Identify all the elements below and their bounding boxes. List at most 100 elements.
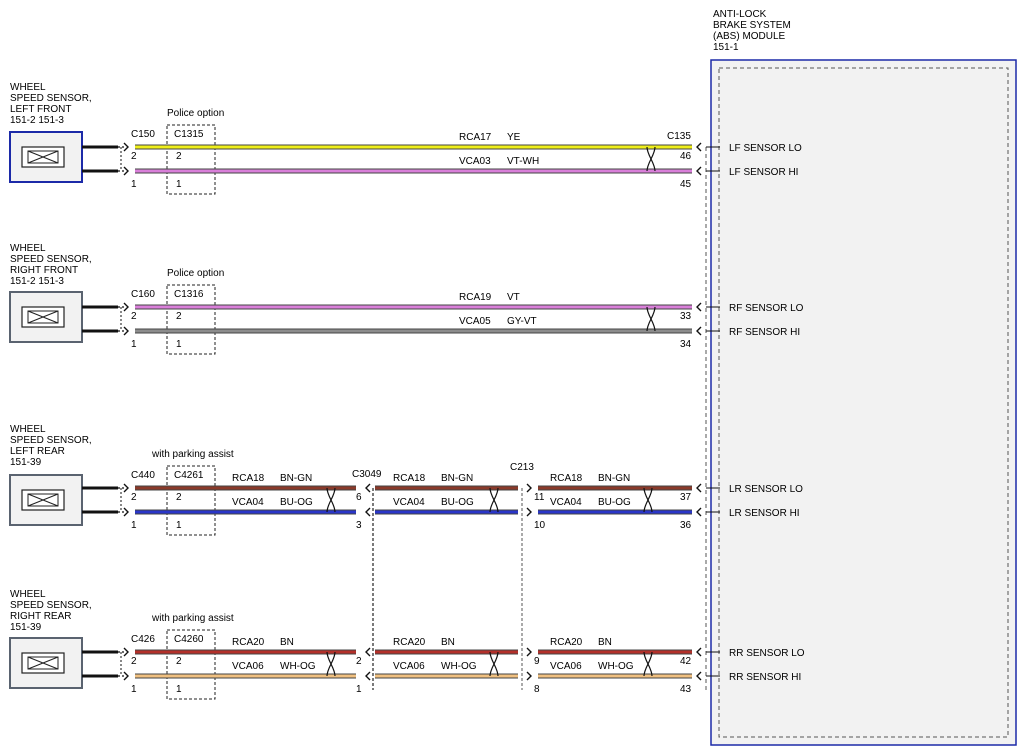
rear-0-seg0-circuit-hi: RCA18	[232, 473, 265, 484]
sensor-1-signal-hi: RF SENSOR HI	[729, 327, 800, 338]
sensor-0-element-inner	[27, 150, 59, 164]
sensor-1-conn-b-label: C1316	[174, 289, 204, 300]
sensor-3-signal-lo: RR SENSOR LO	[729, 648, 805, 659]
front-1-twist-b	[646, 306, 656, 332]
rear-1-seg2-color-hi: BN	[598, 637, 612, 648]
sensor-0-pin-b-hi: 2	[176, 151, 182, 162]
sensor-3-conn-a-label: C426	[131, 634, 155, 645]
rear-1-seg0-color-lo: WH-OG	[280, 661, 316, 672]
sensor-2-pin-a-lo: 1	[131, 520, 137, 531]
sensor-1-title-line-1: WHEEL	[10, 243, 46, 254]
sensor-0-title-line-4: 151-2 151-3	[10, 115, 64, 126]
abs-module: ANTI-LOCK BRAKE SYSTEM (ABS) MODULE 151-…	[710, 9, 1017, 746]
rear-0-pin-c3049-lo: 3	[356, 520, 362, 531]
sensor-0-conn-a-lo	[123, 166, 129, 176]
front-1-circuit-hi: RCA19	[459, 292, 492, 303]
sensor-1-pin-b-hi: 2	[176, 311, 182, 322]
front-1-color-lo: GY-VT	[507, 316, 537, 327]
rear-0-pin-c213-hi: 11	[534, 492, 545, 503]
sensor-3-signal-hi: RR SENSOR HI	[729, 672, 801, 683]
sensor-0-pin-b-lo: 1	[176, 179, 182, 190]
sensor-2-module-arrow-lo	[696, 483, 702, 493]
rear-1-seg0-circuit-hi: RCA20	[232, 637, 265, 648]
rear-0-seg2-circuit-hi: RCA18	[550, 473, 583, 484]
sensor-3-title-line-4: 151-39	[10, 622, 42, 633]
rear-0-c213-hi	[526, 483, 532, 493]
sensor-2-conn-b-label: C4261	[174, 470, 204, 481]
abs-module-title-line-3: (ABS) MODULE	[713, 31, 786, 42]
rear-0-module-pin-hi: 37	[680, 492, 692, 503]
sensor-1-pin-b-lo: 1	[176, 339, 182, 350]
front-0-circuit-hi: RCA17	[459, 132, 492, 143]
front-1-color-hi: VT	[507, 292, 520, 303]
rear-0-seg1-twist-b	[489, 487, 499, 513]
sensor-0-option-box	[166, 124, 216, 195]
sensor-0-element-cross-b	[27, 150, 59, 164]
rear-1-seg1-color-hi: BN	[441, 637, 455, 648]
sensor-2-pin-a-hi: 2	[131, 492, 137, 503]
sensor-2-element-cross-b	[27, 493, 59, 507]
sensor-1-module-arrow-hi	[696, 326, 702, 336]
rear-1-module-pin-hi: 42	[680, 656, 692, 667]
rear-1-seg0-circuit-lo: VCA06	[232, 661, 264, 672]
sensor-0-module-arrow-lo	[696, 142, 702, 152]
rear-1-c213-hi	[526, 647, 532, 657]
sensor-2-pin-b-lo: 1	[176, 520, 182, 531]
sensor-3-conn-a-lo	[123, 671, 129, 681]
sensor-0-option-label: Police option	[167, 108, 224, 119]
sensor-2-module-arrow-hi	[696, 507, 702, 517]
sensor-3-conn-b-label: C4260	[174, 634, 204, 645]
rear-0-seg0-circuit-lo: VCA04	[232, 497, 264, 508]
sensor-1-module-arrow-lo	[696, 302, 702, 312]
sensor-1-element-cross-b	[27, 310, 59, 324]
conn-c3049-label: C3049	[352, 469, 382, 480]
abs-module-title-line-1: ANTI-LOCK	[713, 9, 767, 20]
rear-0-seg2-color-hi: BN-GN	[598, 473, 630, 484]
front-1-module-pin-lo: 34	[680, 339, 692, 350]
abs-module-box	[710, 59, 1017, 746]
abs-module-title-line-4: 151-1	[713, 42, 739, 53]
rear-0-pin-c3049-hi: 6	[356, 492, 362, 503]
rear-1-c3049-hi	[365, 647, 371, 657]
rear-0-c3049-hi	[365, 483, 371, 493]
sensor-0-conn-a-label: C150	[131, 129, 155, 140]
sensor-2-title-line-4: 151-39	[10, 457, 42, 468]
rear-0-seg0-twist-b	[326, 487, 336, 513]
rear-1-seg1-color-lo: WH-OG	[441, 661, 477, 672]
sensor-2-element-inner	[27, 493, 59, 507]
front-0-module-pin-lo: 45	[680, 179, 692, 190]
sensor-3-option-label: with parking assist	[151, 613, 234, 624]
sensor-3-title-line-1: WHEEL	[10, 589, 46, 600]
rear-1-c213-lo	[526, 671, 532, 681]
sensor-1-title-line-4: 151-2 151-3	[10, 276, 64, 287]
sensor-0-pin-a-hi: 2	[131, 151, 137, 162]
sensor-2-title-line-2: SPEED SENSOR,	[10, 435, 92, 446]
rear-0-seg1-circuit-lo: VCA04	[393, 497, 425, 508]
rear-1-seg2-circuit-hi: RCA20	[550, 637, 583, 648]
sensor-1-conn-a-label: C160	[131, 289, 155, 300]
front-1-module-pin-hi: 33	[680, 311, 692, 322]
rear-0-seg1-color-lo: BU-OG	[441, 497, 474, 508]
sensor-2-title-line-1: WHEEL	[10, 424, 46, 435]
rear-0-seg1-circuit-hi: RCA18	[393, 473, 426, 484]
rear-0-c213-lo	[526, 507, 532, 517]
front-0-module-pin-hi: 46	[680, 151, 692, 162]
sensor-0-signal-lo: LF SENSOR LO	[729, 143, 802, 154]
front-0-twist-b	[646, 146, 656, 172]
sensor-1-title-line-2: SPEED SENSOR,	[10, 254, 92, 265]
sensor-3-pin-a-lo: 1	[131, 684, 137, 695]
sensor-1-option-box	[166, 284, 216, 355]
sensor-0-signal-hi: LF SENSOR HI	[729, 167, 798, 178]
sensor-3-module-arrow-hi	[696, 671, 702, 681]
sensor-1-element-inner	[27, 310, 59, 324]
sensor-3-title-line-2: SPEED SENSOR,	[10, 600, 92, 611]
sensor-3-conn-a-hi	[123, 647, 129, 657]
rear-1-seg1-circuit-hi: RCA20	[393, 637, 426, 648]
rear-1-seg2-twist-b	[643, 651, 653, 677]
rear-0-c3049-lo	[365, 507, 371, 517]
sensor-1-pin-a-hi: 2	[131, 311, 137, 322]
rear-0-pin-c213-lo: 10	[534, 520, 546, 531]
front-0-color-hi: YE	[507, 132, 521, 143]
